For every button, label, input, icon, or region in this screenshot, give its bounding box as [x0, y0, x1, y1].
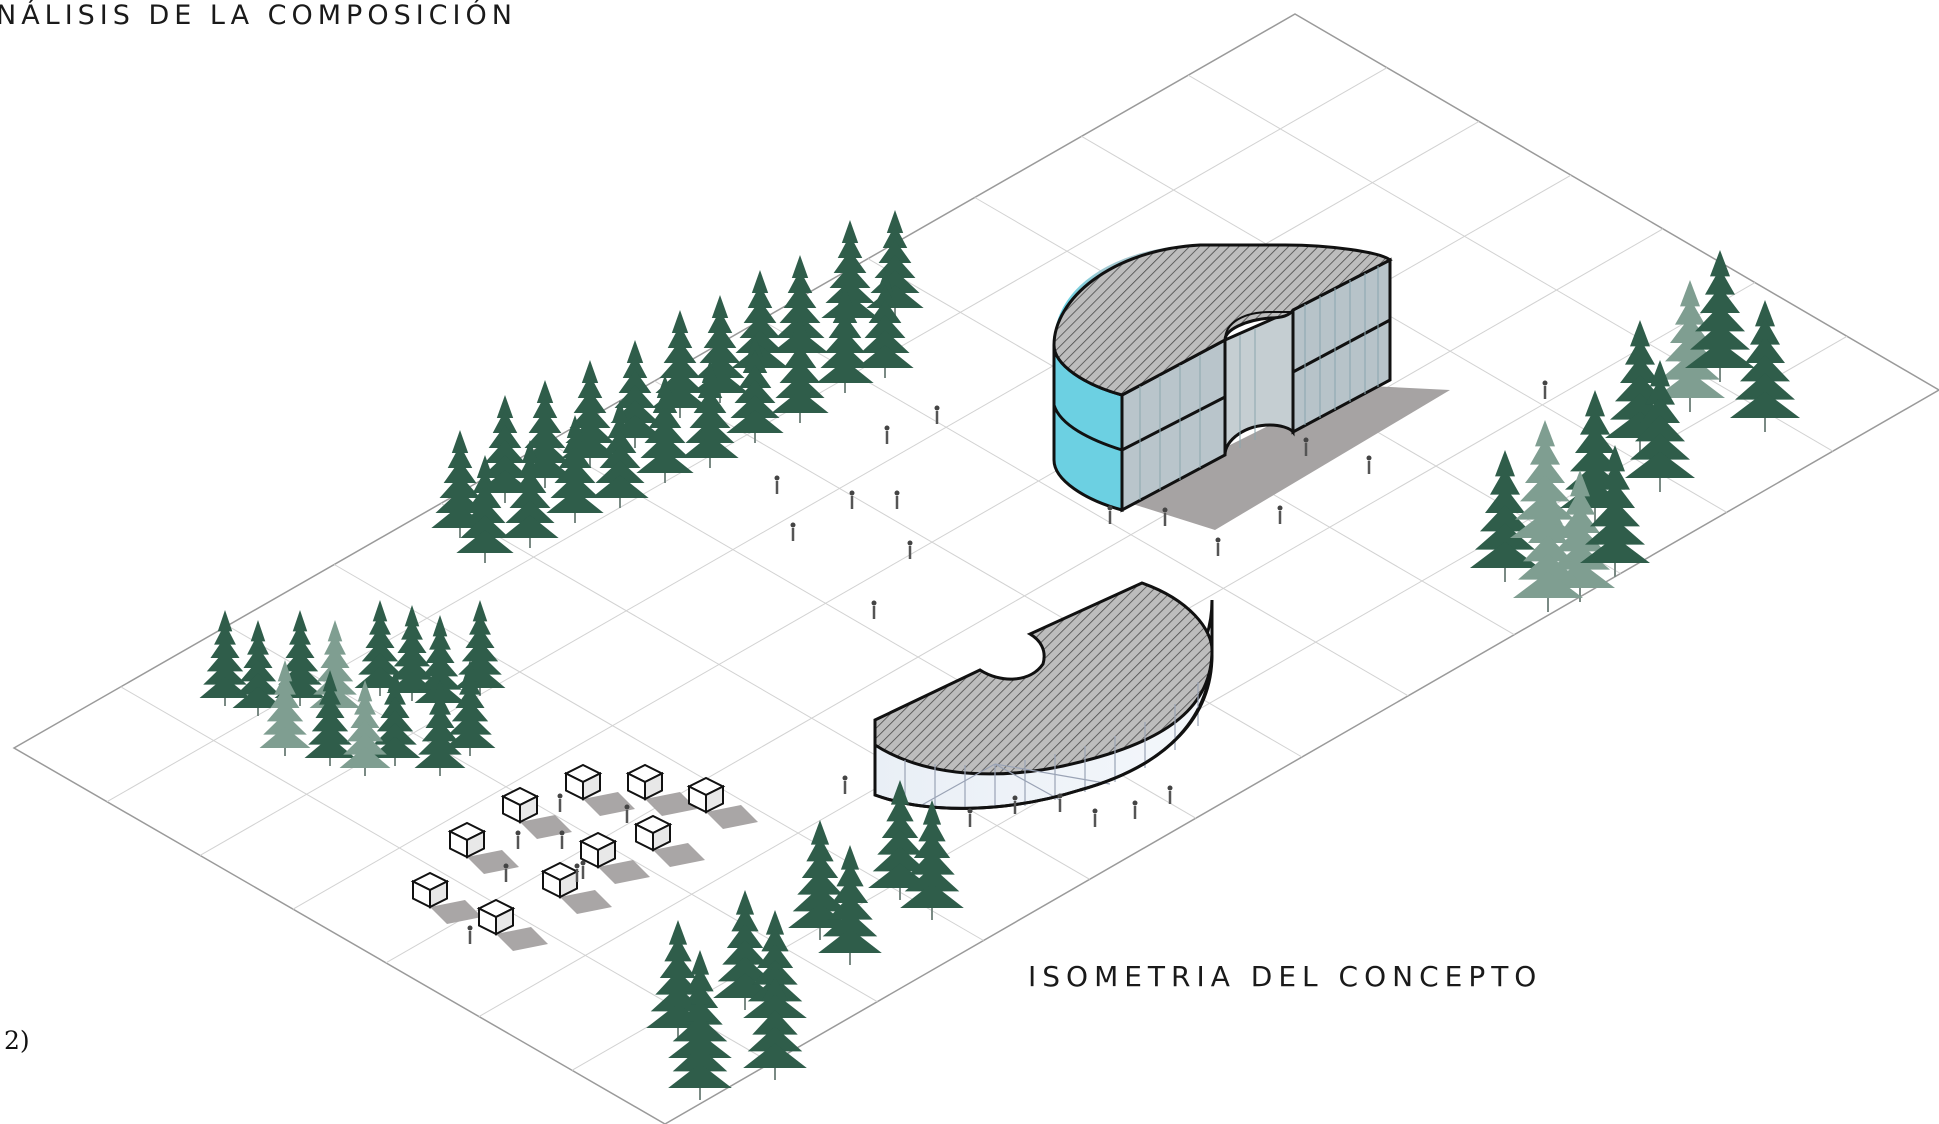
person-figure: [1542, 380, 1548, 399]
tree: [232, 620, 284, 716]
tree: [900, 800, 964, 920]
cube: [625, 763, 697, 816]
person-figure: [907, 540, 913, 559]
person-figure: [1215, 537, 1221, 556]
cube: [476, 898, 548, 951]
person-figure: [1132, 800, 1138, 819]
people-figures: [467, 380, 1548, 944]
person-figure: [871, 600, 877, 619]
tree: [339, 680, 391, 776]
tree: [199, 610, 251, 706]
tree: [788, 820, 852, 940]
person-figure: [774, 475, 780, 494]
tree: [1730, 300, 1800, 432]
tree-groups: [199, 210, 1800, 1100]
person-figure: [1167, 785, 1173, 804]
tree: [1655, 280, 1725, 412]
tree: [501, 440, 559, 548]
person-figure: [467, 925, 473, 944]
tree: [259, 660, 311, 756]
tree: [713, 890, 777, 1010]
tree: [304, 670, 356, 766]
grid-line: [120, 686, 772, 1064]
tree: [1513, 480, 1583, 612]
tree: [414, 680, 466, 776]
building-half-ring-pavilion: [873, 581, 1214, 810]
grid-line: [1187, 74, 1834, 452]
tree: [731, 270, 789, 378]
person-figure: [1162, 507, 1168, 526]
tree: [816, 285, 874, 393]
tree: [1580, 445, 1650, 577]
person-figure: [557, 793, 563, 812]
grid-line: [1081, 135, 1727, 513]
tree: [668, 980, 732, 1100]
tree: [1545, 470, 1615, 602]
person-figure: [624, 804, 630, 823]
person-figure: [790, 522, 796, 541]
cube: [633, 814, 705, 867]
page-marker: 2): [4, 1026, 30, 1055]
building-curved-tower: [1052, 243, 1393, 513]
tree: [456, 455, 514, 563]
grid-line: [440, 502, 1090, 880]
person-figure: [967, 808, 973, 827]
person-figure: [884, 425, 890, 444]
person-figure: [503, 863, 509, 882]
person-figure: [934, 405, 940, 424]
person-figure: [1277, 505, 1283, 524]
tree: [546, 415, 604, 523]
drawing-caption: ISOMETRIA DEL CONCEPTO: [1028, 960, 1543, 993]
person-figure: [1107, 505, 1113, 524]
site-platform: [12, 13, 1939, 1124]
person-figure: [1057, 793, 1063, 812]
cube: [578, 831, 650, 884]
tree: [743, 960, 807, 1080]
person-figure: [894, 490, 900, 509]
tree: [1685, 250, 1755, 382]
cube: [563, 763, 635, 816]
person-figure: [559, 830, 565, 849]
tree: [1625, 360, 1695, 492]
person-figure: [1366, 455, 1372, 474]
cube: [540, 861, 612, 914]
building-shadow: [1120, 385, 1450, 530]
tree: [818, 845, 882, 965]
tree: [354, 600, 406, 696]
person-figure: [574, 863, 580, 882]
tree: [591, 400, 649, 508]
cube: [686, 776, 758, 829]
person-figure: [1012, 795, 1018, 814]
cube: [500, 786, 572, 839]
page-title: NÁLISIS DE LA COMPOSICIÓN: [0, 0, 517, 31]
tree: [771, 315, 829, 423]
person-figure: [580, 860, 586, 879]
cube-cluster: [410, 763, 758, 951]
person-figure: [1303, 437, 1309, 456]
cube: [410, 871, 482, 924]
person-figure: [849, 490, 855, 509]
tree: [856, 270, 914, 378]
tree: [636, 375, 694, 483]
tree: [726, 335, 784, 443]
tree: [1470, 450, 1540, 582]
person-figure: [515, 830, 521, 849]
tree: [681, 360, 739, 468]
tree: [444, 660, 496, 756]
person-figure: [842, 775, 848, 794]
person-figure: [1092, 808, 1098, 827]
